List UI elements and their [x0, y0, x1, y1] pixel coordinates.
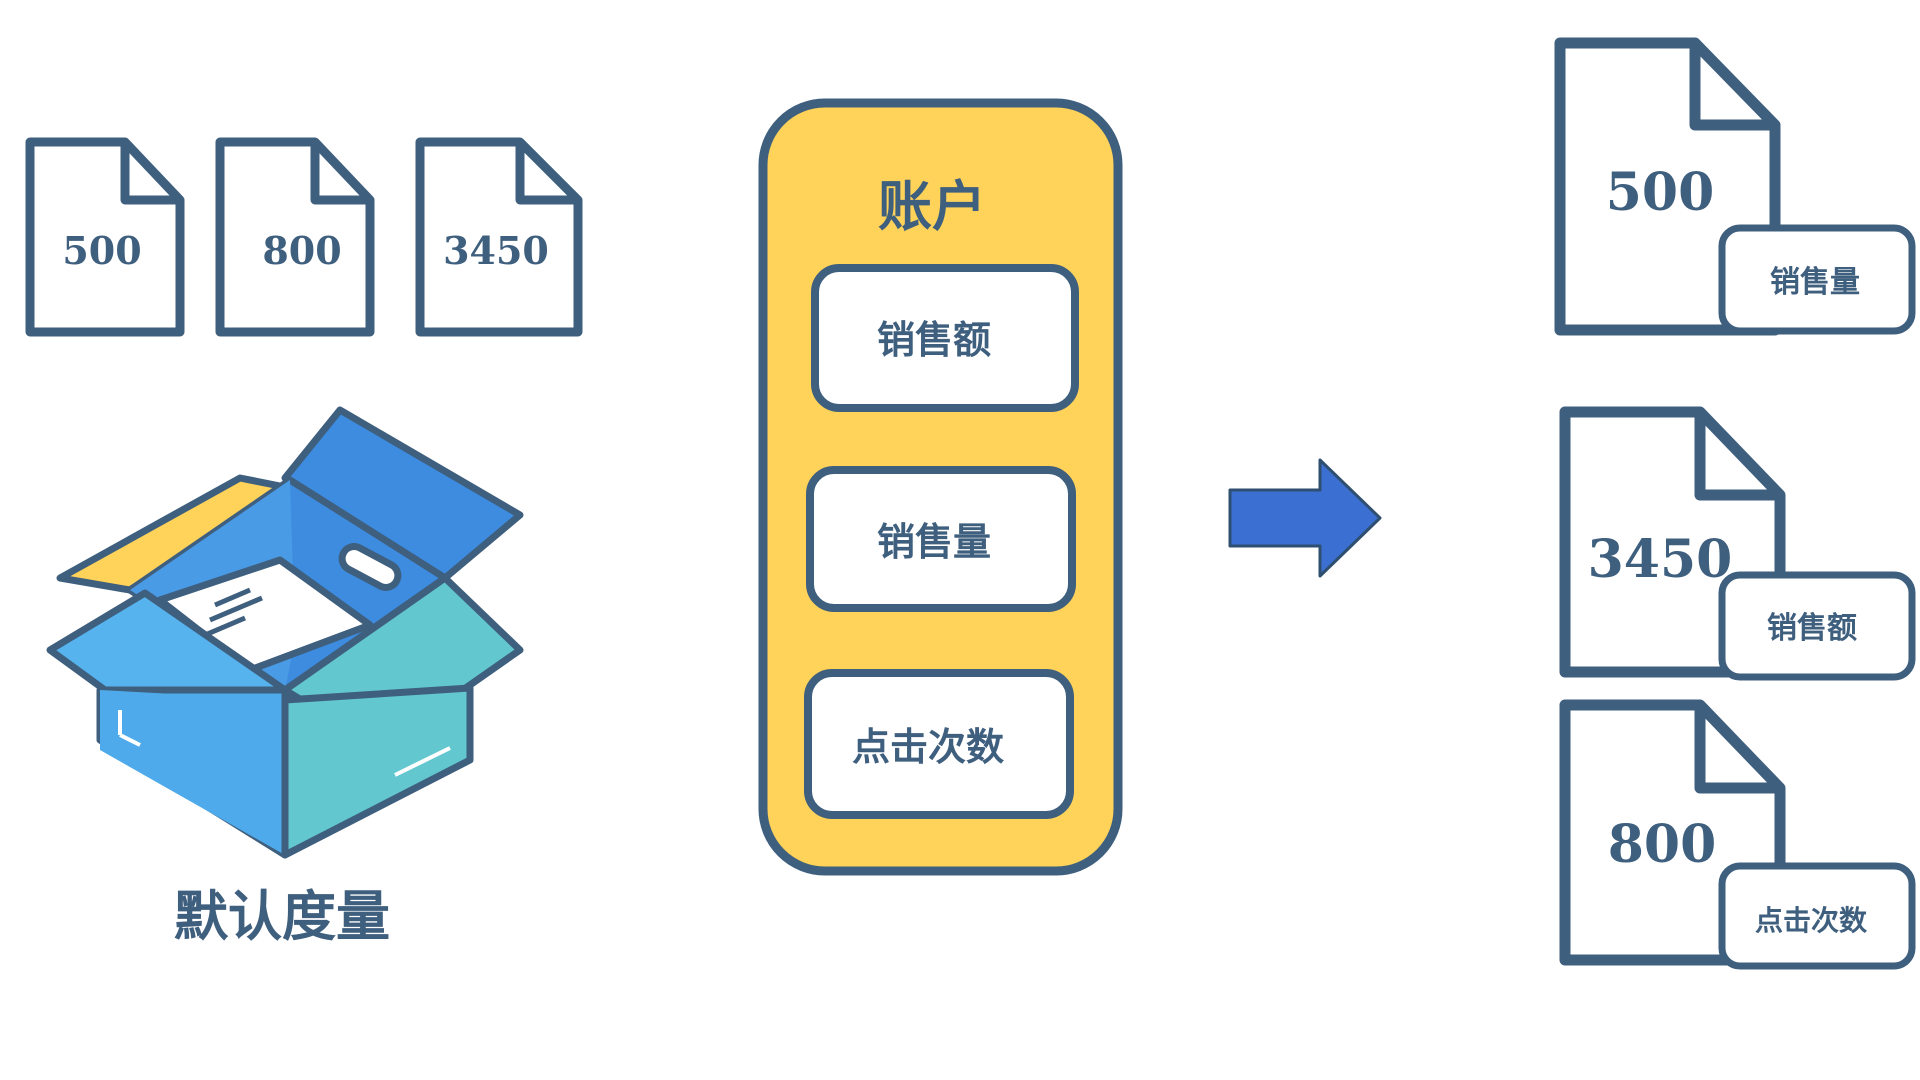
account-field-sales-amount: 销售额 — [811, 264, 1079, 412]
result-doc-1: 500 销售量 — [1554, 37, 1916, 336]
result-doc-3: 800 点击次数 — [1559, 699, 1916, 970]
result-doc-tag: 点击次数 — [1755, 904, 1868, 937]
account-field-click-count: 点击次数 — [804, 669, 1074, 819]
account-field-label: 点击次数 — [852, 724, 1004, 769]
result-doc-tag: 销售额 — [1767, 611, 1857, 646]
result-doc-value: 800 — [1608, 814, 1717, 875]
source-doc-3: 3450 — [415, 137, 583, 337]
source-doc-2: 800 — [215, 137, 375, 337]
right-arrow-icon — [1228, 458, 1382, 578]
account-field-label: 销售量 — [877, 519, 991, 564]
result-doc-tag: 销售量 — [1770, 265, 1860, 300]
result-doc-value: 3450 — [1588, 529, 1733, 590]
result-doc-value: 500 — [1606, 162, 1715, 223]
result-doc-2: 3450 销售额 — [1559, 406, 1916, 681]
open-box-icon — [46, 406, 524, 859]
account-title: 账户 — [878, 174, 986, 238]
account-field-sales-volume: 销售量 — [806, 466, 1076, 612]
account-field-label: 销售额 — [877, 317, 991, 362]
source-doc-value: 800 — [262, 228, 341, 273]
default-measure-label: 默认度量 — [174, 884, 390, 948]
source-doc-value: 3450 — [443, 228, 549, 273]
source-doc-1: 500 — [25, 137, 185, 337]
source-doc-value: 500 — [62, 228, 141, 273]
